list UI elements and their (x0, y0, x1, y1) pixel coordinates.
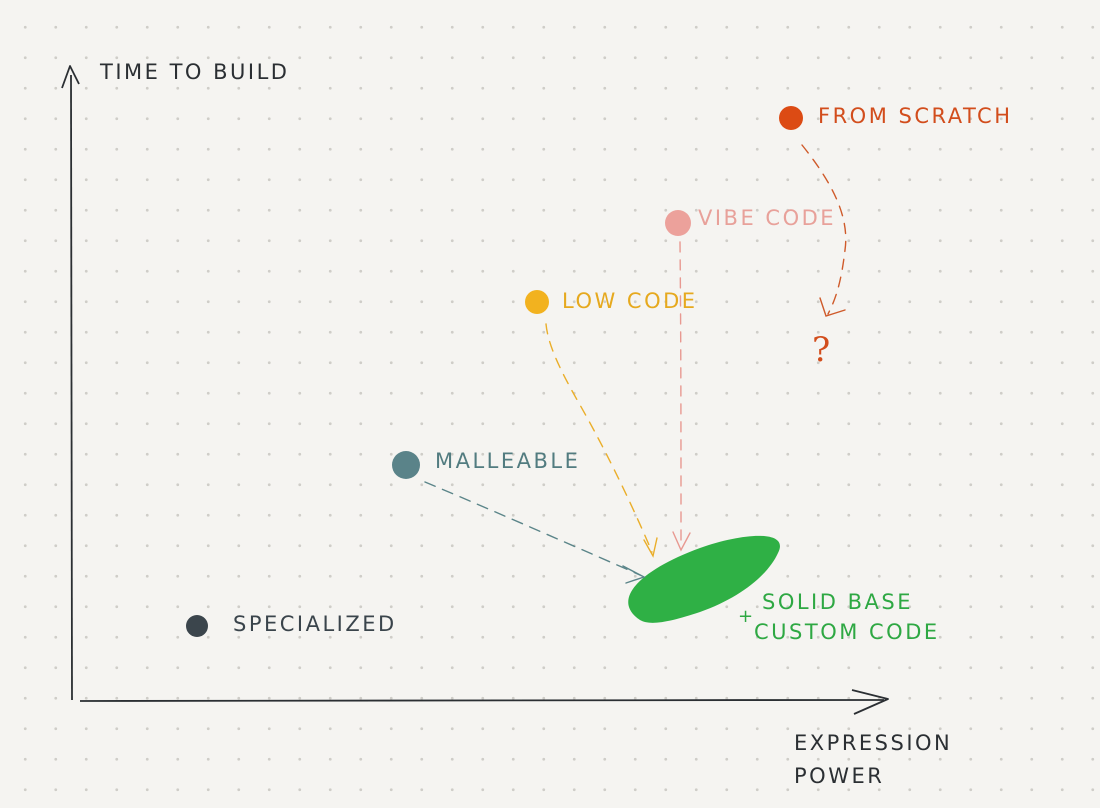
specialized-point (186, 615, 208, 637)
specialized-label: SPECIALIZED (233, 612, 397, 636)
plus-label: + (738, 606, 754, 627)
y-axis-arrowhead (61, 65, 80, 89)
from-scratch-arrow (801, 144, 847, 315)
low-code-arrowhead (643, 537, 658, 558)
malleable-label: MALLEABLE (435, 449, 581, 473)
vibe-code-arrowhead (672, 531, 691, 552)
malleable-point (392, 451, 420, 479)
vibe-code-point (665, 210, 691, 236)
malleable-arrow (424, 481, 641, 576)
x-axis-arrowhead (851, 689, 889, 715)
y-axis-label: TIME TO BUILD (100, 60, 290, 84)
vibe-code-arrow (679, 241, 682, 546)
low-code-label: LOW CODE (562, 289, 698, 313)
x-axis-label-line1: EXPRESSION (794, 731, 953, 755)
from-scratch-point (779, 106, 803, 130)
low-code-point (525, 290, 549, 314)
x-axis-label-line2: POWER (794, 764, 885, 788)
vibe-code-label: VIBE CODE (698, 206, 837, 230)
unknown-marker: ? (812, 330, 831, 370)
malleable-arrowhead (622, 565, 646, 584)
y-axis-line (70, 74, 73, 701)
solid-base-label: SOLID BASE (762, 590, 913, 614)
low-code-arrow (545, 323, 653, 553)
x-axis-line (79, 699, 885, 702)
from-scratch-arrowhead (819, 297, 846, 317)
custom-code-label: CUSTOM CODE (754, 620, 940, 644)
solid-base-blob (628, 535, 780, 623)
from-scratch-label: FROM SCRATCH (818, 104, 1013, 128)
